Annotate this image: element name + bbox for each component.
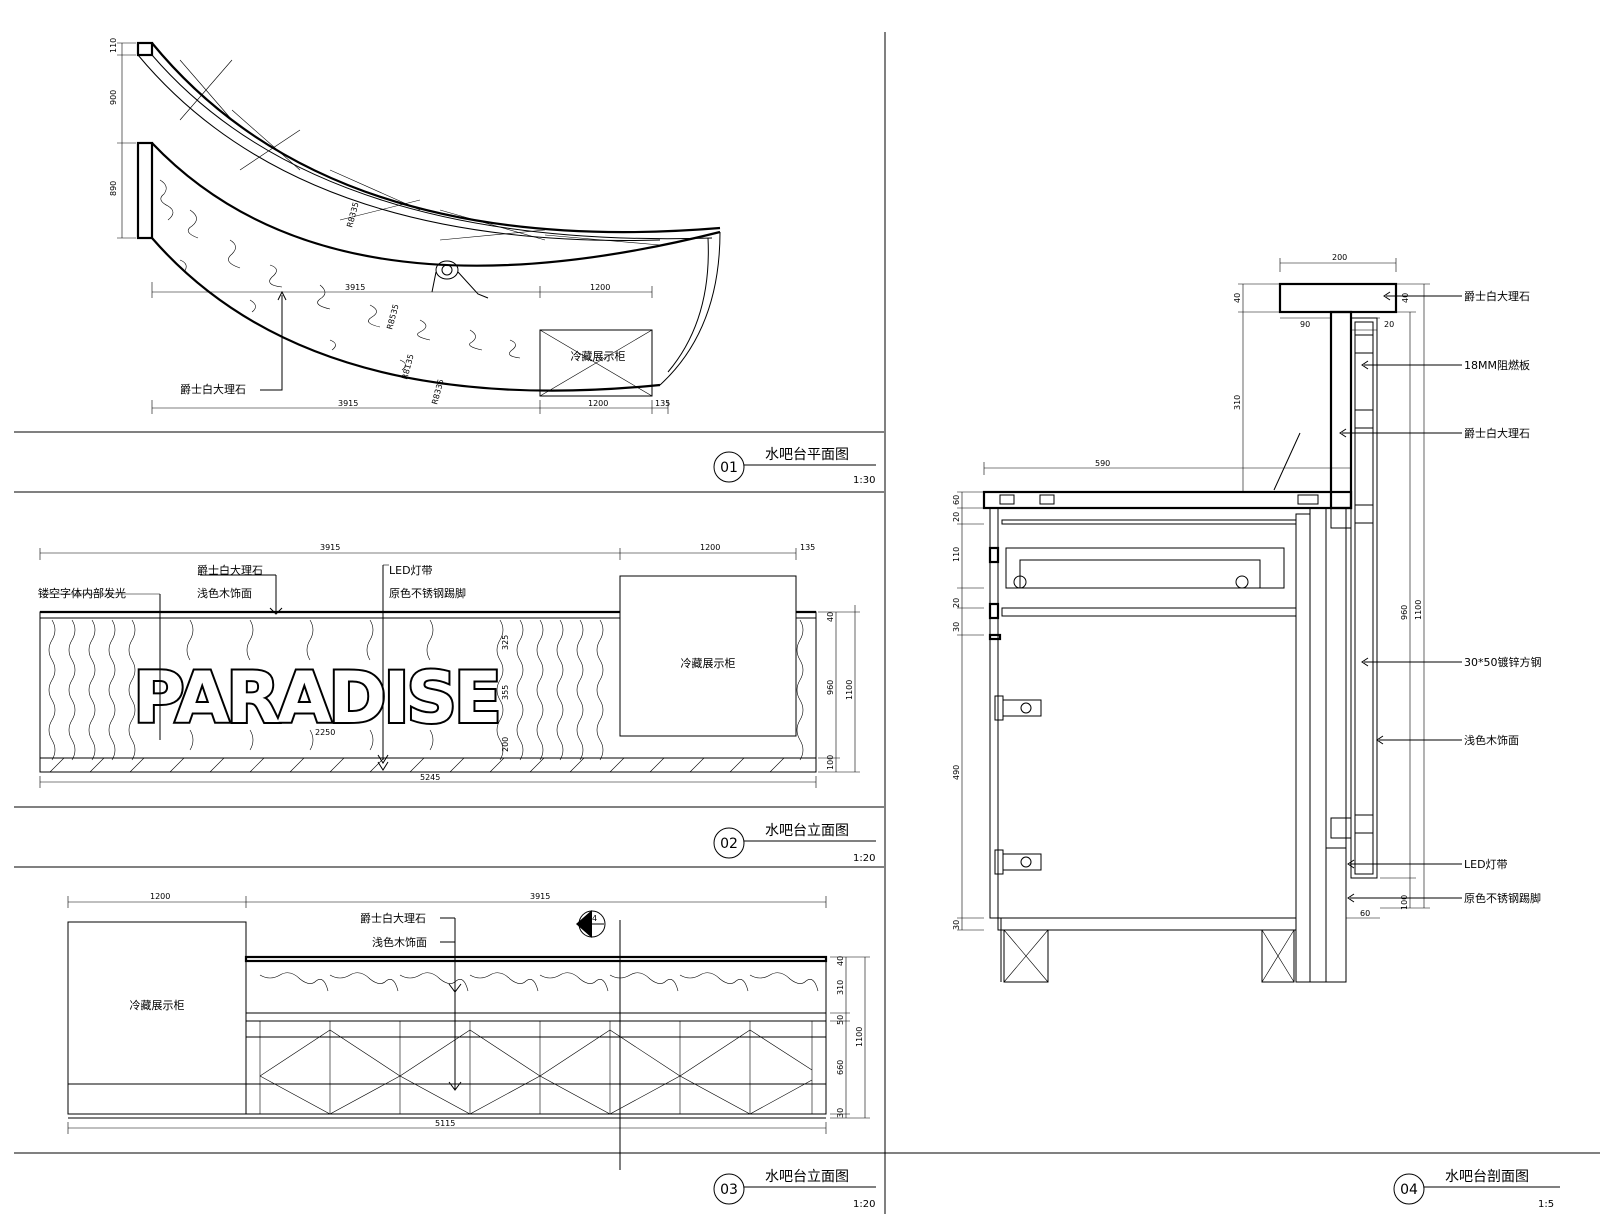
svg-text:60: 60 — [1360, 909, 1370, 918]
svg-text:R8535: R8535 — [385, 303, 400, 330]
svg-text:40: 40 — [1401, 293, 1410, 303]
svg-text:310: 310 — [1233, 395, 1242, 410]
view-title-04: 水吧台剖面图 — [1445, 1169, 1529, 1185]
elevation-03: 冷藏展示柜 — [67, 892, 870, 1170]
svg-text:1200: 1200 — [700, 543, 720, 552]
svg-text:960: 960 — [826, 680, 835, 695]
title-block-04: 04 水吧台剖面图 1:5 — [1393, 1169, 1560, 1210]
svg-text:660: 660 — [836, 1060, 845, 1075]
svg-text:1200: 1200 — [150, 892, 170, 901]
title-block-01: 01 水吧台平面图 1:30 — [713, 447, 876, 486]
section-04: 200 40 40 90 20 310 590 60 20 110 20 30 … — [952, 253, 1542, 983]
svg-text:01: 01 — [720, 460, 738, 476]
view-scale-04: 1:5 — [1538, 1199, 1554, 1210]
svg-text:5115: 5115 — [435, 1119, 455, 1128]
svg-text:3915: 3915 — [320, 543, 340, 552]
elev02-led-label: LED灯带 — [389, 564, 433, 577]
svg-text:325: 325 — [501, 635, 510, 650]
svg-text:03: 03 — [720, 1182, 738, 1198]
section-wood-label: 浅色木饰面 — [1464, 733, 1519, 747]
svg-text:40: 40 — [826, 612, 835, 622]
svg-text:20: 20 — [1384, 320, 1394, 329]
section-kick-label: 原色不锈钢踢脚 — [1464, 891, 1541, 905]
sheet-frame — [14, 32, 1600, 1214]
wood-texture — [48, 619, 804, 761]
svg-text:60: 60 — [952, 495, 961, 505]
section-led-label: LED灯带 — [1464, 858, 1508, 871]
elev03-wood-label: 浅色木饰面 — [372, 935, 427, 949]
view-title-01: 水吧台平面图 — [765, 447, 849, 463]
svg-text:30: 30 — [952, 920, 961, 930]
view-scale-02: 1:20 — [853, 853, 875, 864]
svg-text:200: 200 — [1332, 253, 1347, 262]
svg-text:04: 04 — [1400, 1182, 1418, 1198]
svg-text:90: 90 — [1300, 320, 1310, 329]
svg-text:2250: 2250 — [315, 728, 335, 737]
svg-text:3915: 3915 — [345, 283, 365, 292]
svg-text:960: 960 — [1400, 605, 1409, 620]
svg-text:1100: 1100 — [845, 680, 854, 700]
section-marble-label-2: 爵士白大理石 — [1464, 426, 1530, 440]
svg-text:R8135: R8135 — [400, 353, 415, 380]
svg-text:5245: 5245 — [420, 773, 440, 782]
section-board-label: 18MM阻燃板 — [1464, 358, 1530, 372]
svg-text:30: 30 — [952, 622, 961, 632]
title-block-03: 03 水吧台立面图 1:20 — [713, 1169, 876, 1210]
elev02-hollow-label: 镂空字体内部发光 — [38, 586, 126, 600]
svg-text:355: 355 — [501, 685, 510, 700]
title-block-02: 02 水吧台立面图 1:20 — [713, 823, 876, 864]
svg-text:1100: 1100 — [1414, 600, 1423, 620]
plan-material-label: 爵士白大理石 — [180, 382, 246, 396]
svg-text:40: 40 — [1233, 293, 1242, 303]
view-title-03: 水吧台立面图 — [765, 1169, 849, 1185]
svg-text:890: 890 — [109, 181, 118, 196]
svg-text:110: 110 — [952, 547, 961, 562]
svg-text:50: 50 — [836, 1015, 845, 1025]
elev02-steel-label: 原色不锈钢踢脚 — [389, 586, 466, 600]
svg-text:1100: 1100 — [855, 1027, 864, 1047]
svg-text:3915: 3915 — [338, 399, 358, 408]
plan-cabinet-label: 冷藏展示柜 — [571, 350, 626, 363]
svg-text:310: 310 — [836, 980, 845, 995]
elev03-marble-label: 爵士白大理石 — [360, 911, 426, 925]
elev03-cabinet-label: 冷藏展示柜 — [130, 999, 185, 1012]
svg-text:40: 40 — [836, 956, 845, 966]
svg-text:20: 20 — [952, 512, 961, 522]
svg-text:135: 135 — [655, 399, 670, 408]
svg-text:100: 100 — [1400, 895, 1409, 910]
elev02-cabinet-label: 冷藏展示柜 — [681, 657, 736, 670]
elev02-wood-label: 浅色木饰面 — [197, 586, 252, 600]
svg-text:1200: 1200 — [588, 399, 608, 408]
svg-text:R8335: R8335 — [345, 201, 360, 228]
view-scale-03: 1:20 — [853, 1199, 875, 1210]
svg-text:3915: 3915 — [530, 892, 550, 901]
svg-text:20: 20 — [952, 598, 961, 608]
view-title-02: 水吧台立面图 — [765, 823, 849, 839]
elevation-02: 冷藏展示柜 PARADISE 3915 1200 135 爵士白大理石 浅色木饰… — [38, 543, 860, 788]
hinge-icon — [994, 695, 1042, 721]
plan-view: 冷藏展示柜 110 900 890 3915 1200 R8335 R853 — [109, 38, 721, 414]
svg-text:1200: 1200 — [590, 283, 610, 292]
svg-text:490: 490 — [952, 765, 961, 780]
svg-text:135: 135 — [800, 543, 815, 552]
svg-text:30: 30 — [836, 1108, 845, 1118]
svg-text:100: 100 — [826, 755, 835, 770]
section-steel-label: 30*50镀锌方钢 — [1464, 655, 1542, 669]
svg-text:02: 02 — [720, 836, 738, 852]
elev02-marble-label: 爵士白大理石 — [197, 563, 263, 577]
person-icon — [431, 260, 489, 299]
section-mark-04: 04 — [576, 910, 621, 1170]
svg-text:110: 110 — [109, 38, 118, 53]
svg-text:590: 590 — [1095, 459, 1110, 468]
svg-text:04: 04 — [587, 914, 597, 923]
svg-text:200: 200 — [501, 737, 510, 752]
svg-text:900: 900 — [109, 90, 118, 105]
brand-lettering: PARADISE — [133, 657, 499, 739]
section-marble-label-1: 爵士白大理石 — [1464, 289, 1530, 303]
hinge-icon — [994, 849, 1042, 875]
view-scale-01: 1:30 — [853, 475, 875, 486]
